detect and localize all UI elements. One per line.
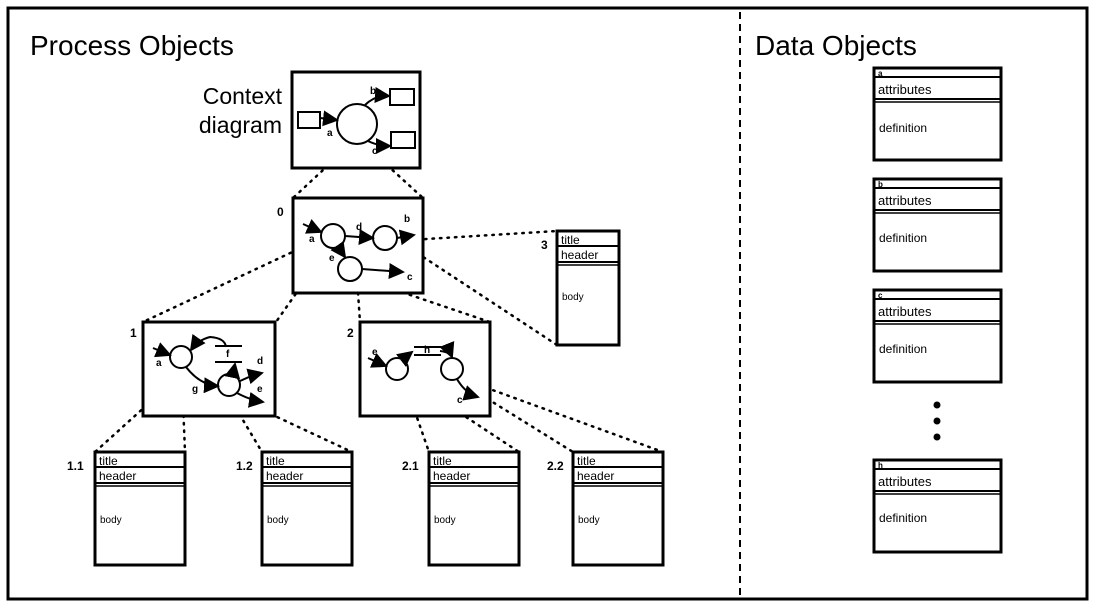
svg-text:a: a bbox=[309, 234, 315, 245]
svg-text:h: h bbox=[424, 345, 430, 356]
svg-text:1.1: 1.1 bbox=[67, 459, 84, 473]
svg-text:a: a bbox=[878, 69, 883, 78]
svg-text:title: title bbox=[266, 454, 285, 468]
context-diagram: a b c bbox=[290, 70, 422, 170]
process-card-2-2: 2.2 title header body bbox=[547, 450, 665, 567]
svg-text:header: header bbox=[99, 469, 136, 483]
svg-text:2.1: 2.1 bbox=[402, 459, 419, 473]
svg-text:e: e bbox=[372, 347, 378, 358]
svg-text:e: e bbox=[329, 253, 335, 264]
svg-text:c: c bbox=[878, 291, 883, 300]
level-1-number: 1 bbox=[130, 326, 137, 340]
svg-text:g: g bbox=[192, 384, 198, 395]
svg-text:body: body bbox=[562, 292, 584, 303]
svg-text:c: c bbox=[407, 272, 413, 283]
svg-text:body: body bbox=[267, 515, 289, 526]
svg-text:b: b bbox=[370, 86, 376, 97]
svg-text:header: header bbox=[561, 248, 598, 262]
vertical-dots-icon bbox=[933, 401, 941, 441]
level-0-diagram: a b c d e bbox=[291, 196, 425, 295]
svg-text:attributes: attributes bbox=[878, 304, 932, 319]
svg-text:attributes: attributes bbox=[878, 474, 932, 489]
process-card-1-2: 1.2 title header body bbox=[236, 450, 354, 567]
svg-text:definition: definition bbox=[879, 121, 927, 135]
data-card-h: h attributes definition bbox=[872, 458, 1003, 554]
level-2-diagram: e h c bbox=[358, 320, 492, 418]
svg-text:header: header bbox=[577, 469, 614, 483]
process-card-3: 3 title header body bbox=[541, 229, 621, 347]
svg-text:body: body bbox=[100, 515, 122, 526]
svg-text:d: d bbox=[356, 222, 362, 233]
svg-text:c: c bbox=[372, 146, 378, 157]
svg-text:title: title bbox=[433, 454, 452, 468]
svg-text:header: header bbox=[266, 469, 303, 483]
svg-text:a: a bbox=[156, 358, 162, 369]
process-card-1-1: 1.1 title header body bbox=[67, 450, 187, 567]
svg-text:1.2: 1.2 bbox=[236, 459, 253, 473]
svg-text:2.2: 2.2 bbox=[547, 459, 564, 473]
svg-text:definition: definition bbox=[879, 231, 927, 245]
svg-text:title: title bbox=[561, 233, 580, 247]
svg-text:b: b bbox=[878, 180, 883, 189]
level-2-number: 2 bbox=[347, 326, 354, 340]
data-card-c: c attributes definition bbox=[872, 288, 1003, 384]
svg-text:b: b bbox=[404, 214, 410, 225]
level-0-number: 0 bbox=[277, 205, 284, 219]
context-label-line2: diagram bbox=[199, 112, 282, 138]
svg-text:d: d bbox=[257, 356, 263, 367]
svg-text:h: h bbox=[878, 461, 883, 470]
svg-text:attributes: attributes bbox=[878, 82, 932, 97]
svg-text:header: header bbox=[433, 469, 470, 483]
data-objects-heading: Data Objects bbox=[755, 30, 917, 61]
level-1-diagram: a d e f g bbox=[141, 320, 277, 418]
process-objects-heading: Process Objects bbox=[30, 30, 234, 61]
data-card-a: a attributes definition bbox=[872, 66, 1003, 162]
svg-text:a: a bbox=[327, 128, 333, 139]
svg-text:title: title bbox=[577, 454, 596, 468]
svg-text:definition: definition bbox=[879, 511, 927, 525]
svg-text:definition: definition bbox=[879, 342, 927, 356]
svg-text:e: e bbox=[257, 384, 263, 395]
svg-text:body: body bbox=[578, 515, 600, 526]
svg-text:attributes: attributes bbox=[878, 193, 932, 208]
outer-frame bbox=[6, 6, 1089, 601]
svg-text:body: body bbox=[434, 515, 456, 526]
svg-text:3: 3 bbox=[541, 238, 548, 252]
svg-text:c: c bbox=[457, 395, 463, 406]
process-card-2-1: 2.1 title header body bbox=[402, 450, 521, 567]
data-card-b: b attributes definition bbox=[872, 177, 1003, 273]
svg-text:f: f bbox=[226, 349, 230, 360]
svg-text:title: title bbox=[99, 454, 118, 468]
context-label-line1: Context bbox=[203, 83, 283, 109]
